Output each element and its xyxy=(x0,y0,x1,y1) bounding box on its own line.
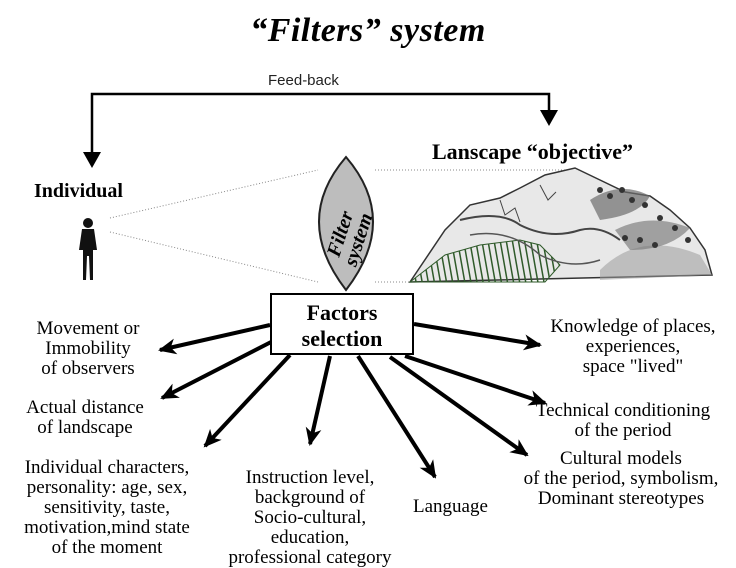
factor-knowledge: Knowledge of places, experiences, space … xyxy=(530,317,736,377)
arrow-cultural xyxy=(388,355,529,457)
factor-movement-line: Movement or xyxy=(36,318,140,339)
factor-instruction-line: Instruction level, xyxy=(245,467,375,488)
factor-movement-line: Immobility xyxy=(45,338,131,359)
landscape-label: Lanscape “objective” xyxy=(432,139,634,164)
factor-instruction: Instruction level, background of Socio-c… xyxy=(225,468,395,568)
factor-language: Language xyxy=(413,496,488,517)
factor-instruction-line: professional category xyxy=(228,547,392,568)
factor-individual-characters: Individual characters, personality: age,… xyxy=(2,458,212,558)
factor-knowledge-line: Knowledge of places, xyxy=(550,316,716,337)
factors-line2: selection xyxy=(301,326,383,351)
feedback-label: Feed-back xyxy=(268,72,339,89)
factor-movement: Movement or Immobility of observers xyxy=(18,319,158,379)
arrow-distance xyxy=(160,338,276,400)
factor-technical: Technical conditioning of the period xyxy=(516,401,730,441)
factor-knowledge-line: space "lived" xyxy=(582,356,684,377)
factor-movement-line: of observers xyxy=(41,358,135,379)
factor-individual-line: Individual characters, xyxy=(24,457,190,478)
arrow-individual-chars xyxy=(203,353,292,448)
factor-individual-line: of the moment xyxy=(51,537,163,558)
diagram-title: “Filters” system xyxy=(250,12,486,49)
factor-distance-line: of landscape xyxy=(37,417,133,438)
arrow-knowledge xyxy=(413,322,542,351)
factors-selection-box: Factors selection xyxy=(270,293,414,355)
factor-individual-line: sensitivity, taste, xyxy=(44,497,170,518)
factor-instruction-line: background of xyxy=(254,487,366,508)
factor-knowledge-line: experiences, xyxy=(585,336,681,357)
landscape-illustration xyxy=(408,167,713,283)
arrow-language xyxy=(356,354,437,479)
factor-cultural: Cultural models of the period, symbolism… xyxy=(508,449,734,509)
factors-line1: Factors xyxy=(306,300,378,325)
factor-arrows xyxy=(158,322,547,479)
filter-lens xyxy=(318,155,374,292)
factor-cultural-line: Cultural models xyxy=(560,448,682,469)
factor-cultural-line: of the period, symbolism, xyxy=(523,468,719,489)
arrow-instruction xyxy=(305,355,332,446)
factor-individual-line: personality: age, sex, xyxy=(26,477,188,498)
arrow-technical xyxy=(404,354,547,406)
factor-instruction-line: education, xyxy=(270,527,350,548)
person-icon xyxy=(79,218,97,280)
arrow-movement xyxy=(158,323,271,355)
factor-technical-line: Technical conditioning xyxy=(535,400,711,421)
factor-distance-line: Actual distance xyxy=(26,397,144,418)
factor-technical-line: of the period xyxy=(574,420,672,441)
factor-distance: Actual distance of landscape xyxy=(10,398,160,438)
factor-individual-line: motivation,mind state xyxy=(24,517,190,538)
factor-instruction-line: Socio-cultural, xyxy=(253,507,367,528)
feedback-loop xyxy=(83,92,558,168)
individual-label: Individual xyxy=(34,180,123,202)
factor-cultural-line: Dominant stereotypes xyxy=(537,488,705,509)
